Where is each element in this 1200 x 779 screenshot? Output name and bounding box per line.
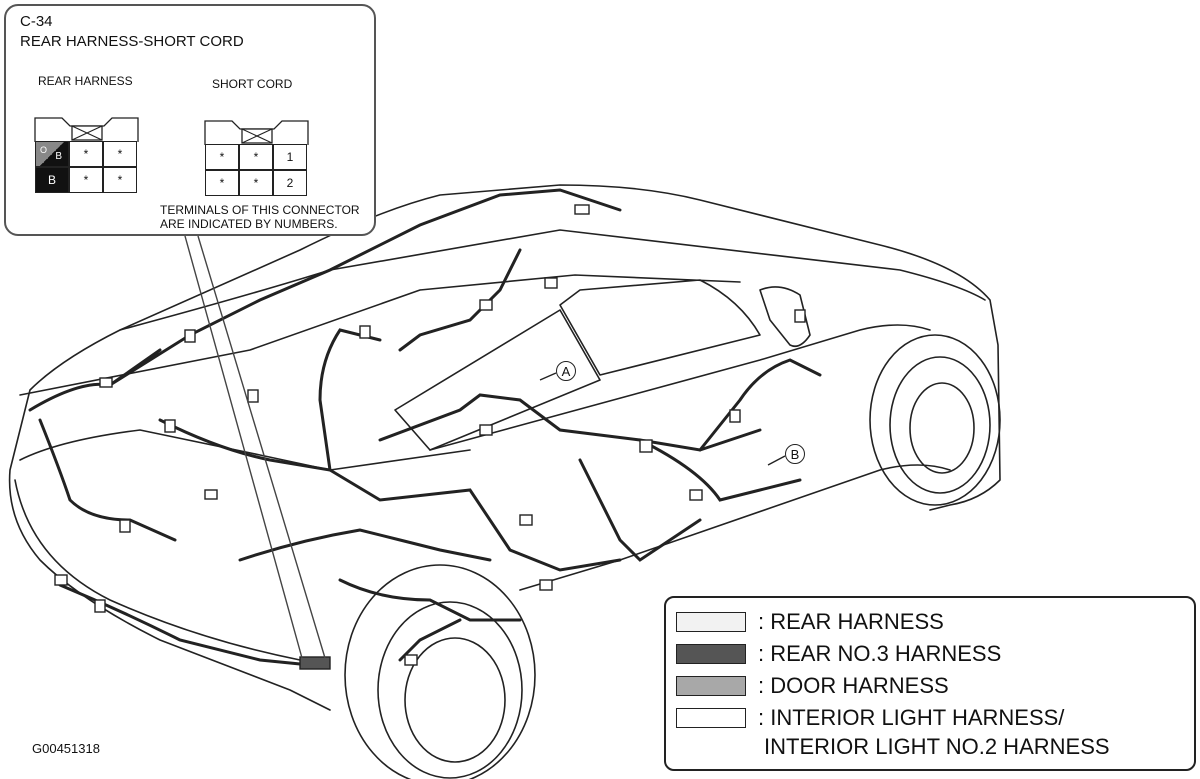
- side-mirror: [759, 286, 811, 348]
- marker-b-label: B: [790, 446, 800, 462]
- legend-swatch-door: [676, 676, 746, 696]
- harness-connector: [94, 599, 106, 613]
- harness-wire: [698, 358, 822, 452]
- harness-wire: [378, 393, 762, 452]
- harness-connector: [544, 277, 558, 289]
- note-line-2: ARE INDICATED BY NUMBERS.: [160, 217, 338, 231]
- harness-connector: [164, 419, 176, 433]
- lower-body: [519, 464, 951, 591]
- rear-harness-label: REAR HARNESS: [38, 74, 133, 88]
- harness-wire: [238, 528, 492, 562]
- connector-latch: [34, 117, 139, 142]
- legend-swatch-rear: [676, 612, 746, 632]
- harness-connector: [119, 519, 131, 533]
- harness-connector: [574, 204, 590, 215]
- harness-connector: [359, 325, 371, 339]
- callout-leader-line: [184, 235, 326, 659]
- pin-1-label: B: [55, 151, 62, 162]
- harness-connector: [54, 574, 68, 586]
- reference-marker-b: B: [785, 444, 805, 464]
- legend-label-rear3: : REAR NO.3 HARNESS: [758, 641, 1002, 666]
- legend-label-interior-2: INTERIOR LIGHT NO.2 HARNESS: [764, 734, 1110, 759]
- harness-connector: [99, 377, 113, 388]
- c34-connector-location: [299, 656, 331, 670]
- note-line-1: TERMINALS OF THIS CONNECTOR: [160, 203, 360, 217]
- front-wheel: [889, 356, 991, 494]
- legend-label-rear: : REAR HARNESS: [758, 609, 944, 634]
- harness-connector: [539, 579, 553, 591]
- marker-a-label: A: [561, 363, 571, 379]
- harness-connector: [204, 489, 218, 500]
- harness-wire: [318, 328, 382, 472]
- connector-callout: C-34 REAR HARNESS-SHORT CORD REAR HARNES…: [4, 4, 376, 236]
- harness-wire: [38, 418, 177, 542]
- rocker-line: [429, 324, 931, 451]
- rear-window: [19, 274, 741, 396]
- pin-cell: *: [239, 170, 273, 196]
- harness-legend: : REAR HARNESS : REAR NO.3 HARNESS : DOO…: [664, 596, 1196, 771]
- pin-cell: *: [205, 144, 239, 170]
- legend-label-door: : DOOR HARNESS: [758, 673, 949, 698]
- side-window-front: [559, 279, 761, 376]
- pin-6: *: [103, 167, 137, 193]
- harness-connector: [794, 309, 806, 323]
- front-wheel-arch: [869, 334, 1001, 506]
- harness-connector: [184, 329, 196, 343]
- harness-wire: [398, 618, 462, 662]
- connector-name: REAR HARNESS-SHORT CORD: [20, 33, 244, 50]
- reference-marker-a: A: [556, 361, 576, 381]
- harness-wire: [158, 418, 622, 572]
- rear-harness-connector-face: O B * * B * *: [34, 114, 140, 196]
- legend-swatch-rear3: [676, 644, 746, 664]
- front-wheel-hub: [909, 382, 975, 474]
- harness-connector: [729, 409, 741, 423]
- harness-connector: [479, 299, 493, 311]
- pin-1: O B: [35, 141, 69, 167]
- trunk-line: [19, 429, 471, 471]
- pin-cell: *: [239, 144, 273, 170]
- legend-item-rear-no3: : REAR NO.3 HARNESS: [676, 640, 1001, 668]
- pin-5: *: [69, 167, 103, 193]
- wire-color-o: O: [40, 145, 48, 155]
- legend-swatch-interior: [676, 708, 746, 728]
- pin-cell: *: [205, 170, 239, 196]
- rear-wheel-hub: [404, 637, 506, 763]
- pin-2: *: [69, 141, 103, 167]
- harness-wire: [638, 438, 802, 502]
- terminal-note: TERMINALS OF THIS CONNECTOR ARE INDICATE…: [160, 203, 360, 231]
- harness-wire: [398, 248, 522, 352]
- pin-4: B: [35, 167, 69, 193]
- harness-connector: [479, 424, 493, 436]
- short-cord-label: SHORT CORD: [212, 77, 293, 91]
- harness-connector: [404, 654, 418, 666]
- rear-wheel-arch: [344, 564, 536, 779]
- connector-latch: [204, 120, 309, 145]
- harness-wire: [58, 583, 312, 667]
- pin-1: 1: [273, 144, 307, 170]
- harness-wire: [338, 578, 522, 622]
- harness-connector: [519, 514, 533, 526]
- figure-id: G00451318: [32, 741, 100, 756]
- legend-label-interior: : INTERIOR LIGHT HARNESS/: [758, 705, 1065, 730]
- bumper: [14, 479, 301, 661]
- pin-2: 2: [273, 170, 307, 196]
- pin-3: *: [103, 141, 137, 167]
- car-body-outline: [8, 184, 1001, 711]
- side-window-rear: [394, 309, 601, 451]
- legend-item-door: : DOOR HARNESS: [676, 672, 949, 700]
- legend-item-interior: : INTERIOR LIGHT HARNESS/: [676, 704, 1064, 732]
- harness-connector: [247, 389, 259, 403]
- harness-connector: [639, 439, 653, 453]
- legend-item-rear-harness: : REAR HARNESS: [676, 608, 944, 636]
- rear-wheel: [377, 601, 523, 779]
- harness-wire: [578, 458, 702, 562]
- connector-id: C-34: [20, 13, 53, 30]
- harness-connector: [689, 489, 703, 501]
- short-cord-connector-face: * * 1 * * 2: [204, 117, 310, 199]
